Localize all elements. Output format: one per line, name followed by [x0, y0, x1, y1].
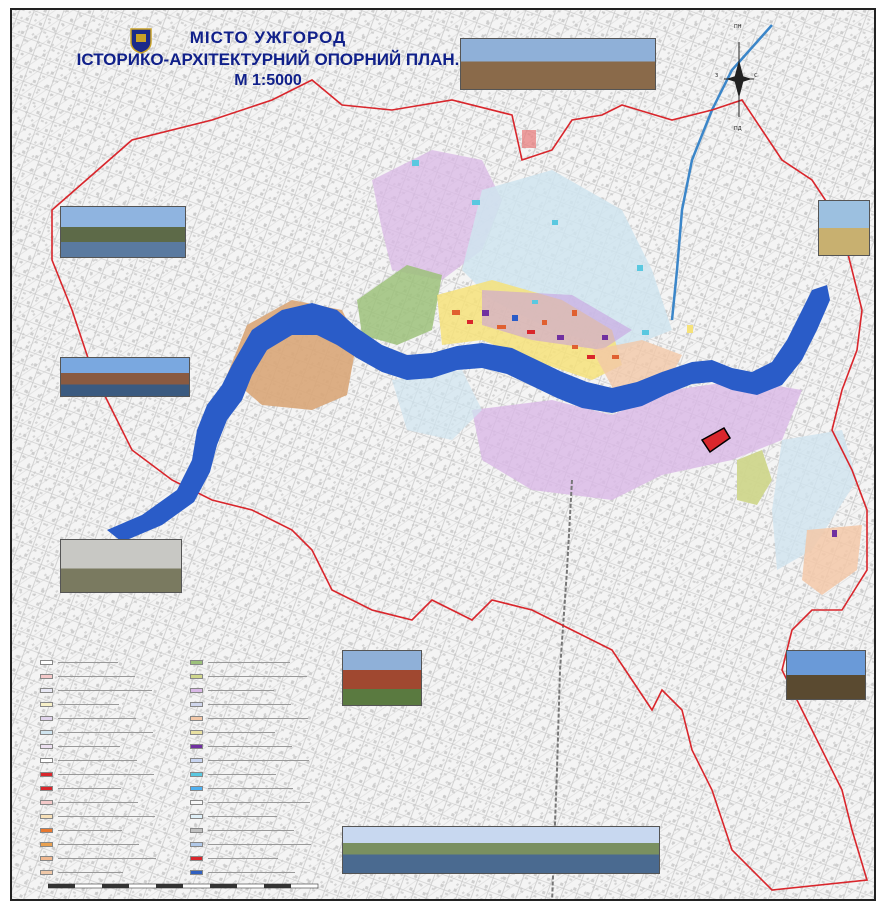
stream: [670, 24, 773, 321]
legend-swatch: [190, 772, 203, 777]
legend-label-line: [58, 872, 123, 873]
legend-swatch: [40, 786, 53, 791]
zone-purple-south: [472, 380, 802, 500]
legend-swatch: [190, 688, 203, 693]
legend-label-line: [58, 774, 154, 775]
legend-swatch: [190, 800, 203, 805]
legend-label-line: [58, 830, 122, 831]
legend-label-line: [58, 732, 153, 733]
legend-swatch: [190, 828, 203, 833]
map-legend: [40, 650, 350, 899]
zone-green: [357, 265, 442, 345]
panorama-photo-left-2: [60, 357, 190, 397]
legend-swatch: [190, 814, 203, 819]
legend-label-line: [208, 830, 294, 831]
zone-purple-core: [482, 290, 632, 350]
legend-swatch: [190, 744, 203, 749]
panorama-photo-left-1: [60, 206, 186, 258]
legend-label-line: [208, 844, 311, 845]
compass-south-label: ПД: [734, 126, 742, 132]
legend-swatch: [40, 688, 53, 693]
legend-label-line: [58, 858, 156, 859]
legend-swatch: [190, 702, 203, 707]
legend-swatch: [40, 870, 53, 875]
legend-swatch: [40, 660, 53, 665]
legend-swatch: [40, 800, 53, 805]
legend-label-line: [58, 690, 152, 691]
legend-label-line: [58, 802, 138, 803]
railway: [551, 479, 573, 899]
legend-swatch: [190, 870, 203, 875]
legend-label-line: [208, 718, 308, 719]
legend-swatch: [40, 828, 53, 833]
legend-label-line: [208, 788, 293, 789]
panorama-photo-bottom: [342, 826, 660, 874]
photo-right-cathedral: [786, 650, 866, 700]
scale-bar: [48, 883, 319, 889]
legend-swatch: [190, 730, 203, 735]
legend-label-line: [208, 816, 277, 817]
legend-swatch: [190, 660, 203, 665]
compass-north-label: ПН: [734, 24, 742, 30]
legend-label-line: [208, 690, 274, 691]
legend-swatch: [40, 772, 53, 777]
photo-right-chapel: [818, 200, 870, 256]
legend-swatch: [190, 856, 203, 861]
photo-castle-wall: [342, 650, 422, 706]
coat-of-arms-icon: [130, 28, 152, 54]
legend-label-line: [208, 662, 290, 663]
zone-lightblue-west: [392, 370, 482, 440]
legend-swatch: [190, 674, 203, 679]
legend-label-line: [58, 704, 119, 705]
legend-label-line: [58, 746, 120, 747]
map-title-city: МІСТО УЖГОРОД: [189, 28, 347, 47]
zone-olive: [737, 450, 772, 505]
legend-label-line: [208, 732, 275, 733]
legend-label-line: [208, 802, 310, 803]
legend-swatch: [40, 856, 53, 861]
compass-rose-icon: [724, 42, 754, 117]
legend-label-line: [208, 872, 295, 873]
legend-swatch: [40, 702, 53, 707]
zone-lightblue-east: [772, 430, 857, 570]
legend-label-line: [58, 662, 118, 663]
legend-swatch: [40, 842, 53, 847]
legend-label-line: [208, 676, 307, 677]
legend-label-line: [58, 718, 136, 719]
legend-swatch: [190, 842, 203, 847]
legend-swatch: [190, 786, 203, 791]
legend-swatch: [190, 716, 203, 721]
map-sheet: МІСТО УЖГОРОД ІСТОРИКО-АРХІТЕКТУРНИЙ ОПО…: [10, 8, 876, 901]
city-boundary: [51, 79, 869, 891]
legend-label-line: [208, 774, 276, 775]
map-title-plan: ІСТОРИКО-АРХІТЕКТУРНИЙ ОПОРНИЙ ПЛАН.: [76, 50, 460, 69]
legend-label-line: [208, 746, 292, 747]
legend-label-line: [58, 676, 135, 677]
compass-west-label: З: [715, 73, 719, 79]
legend-swatch: [40, 716, 53, 721]
legend-swatch: [40, 744, 53, 749]
legend-swatch: [40, 674, 53, 679]
legend-label-line: [58, 844, 139, 845]
legend-swatch: [40, 730, 53, 735]
compass-east-label: С: [754, 73, 758, 79]
legend-label-line: [58, 816, 155, 817]
legend-swatch: [40, 758, 53, 763]
highlighted-site: [700, 426, 732, 454]
legend-swatch: [190, 758, 203, 763]
zone-peach-southeast: [802, 525, 862, 595]
legend-label-line: [208, 858, 278, 859]
legend-swatch: [40, 814, 53, 819]
legend-label-line: [58, 760, 137, 761]
legend-label-line: [58, 788, 121, 789]
panorama-photo-left-3: [60, 539, 182, 593]
title-block: МІСТО УЖГОРОД ІСТОРИКО-АРХІТЕКТУРНИЙ ОПО…: [48, 28, 488, 90]
legend-label-line: [208, 760, 309, 761]
panorama-photo-top: [460, 38, 656, 90]
map-title-scale: М 1:5000: [234, 72, 302, 89]
city-map: [12, 10, 874, 899]
core-buildings: [412, 130, 837, 537]
legend-label-line: [208, 704, 291, 705]
